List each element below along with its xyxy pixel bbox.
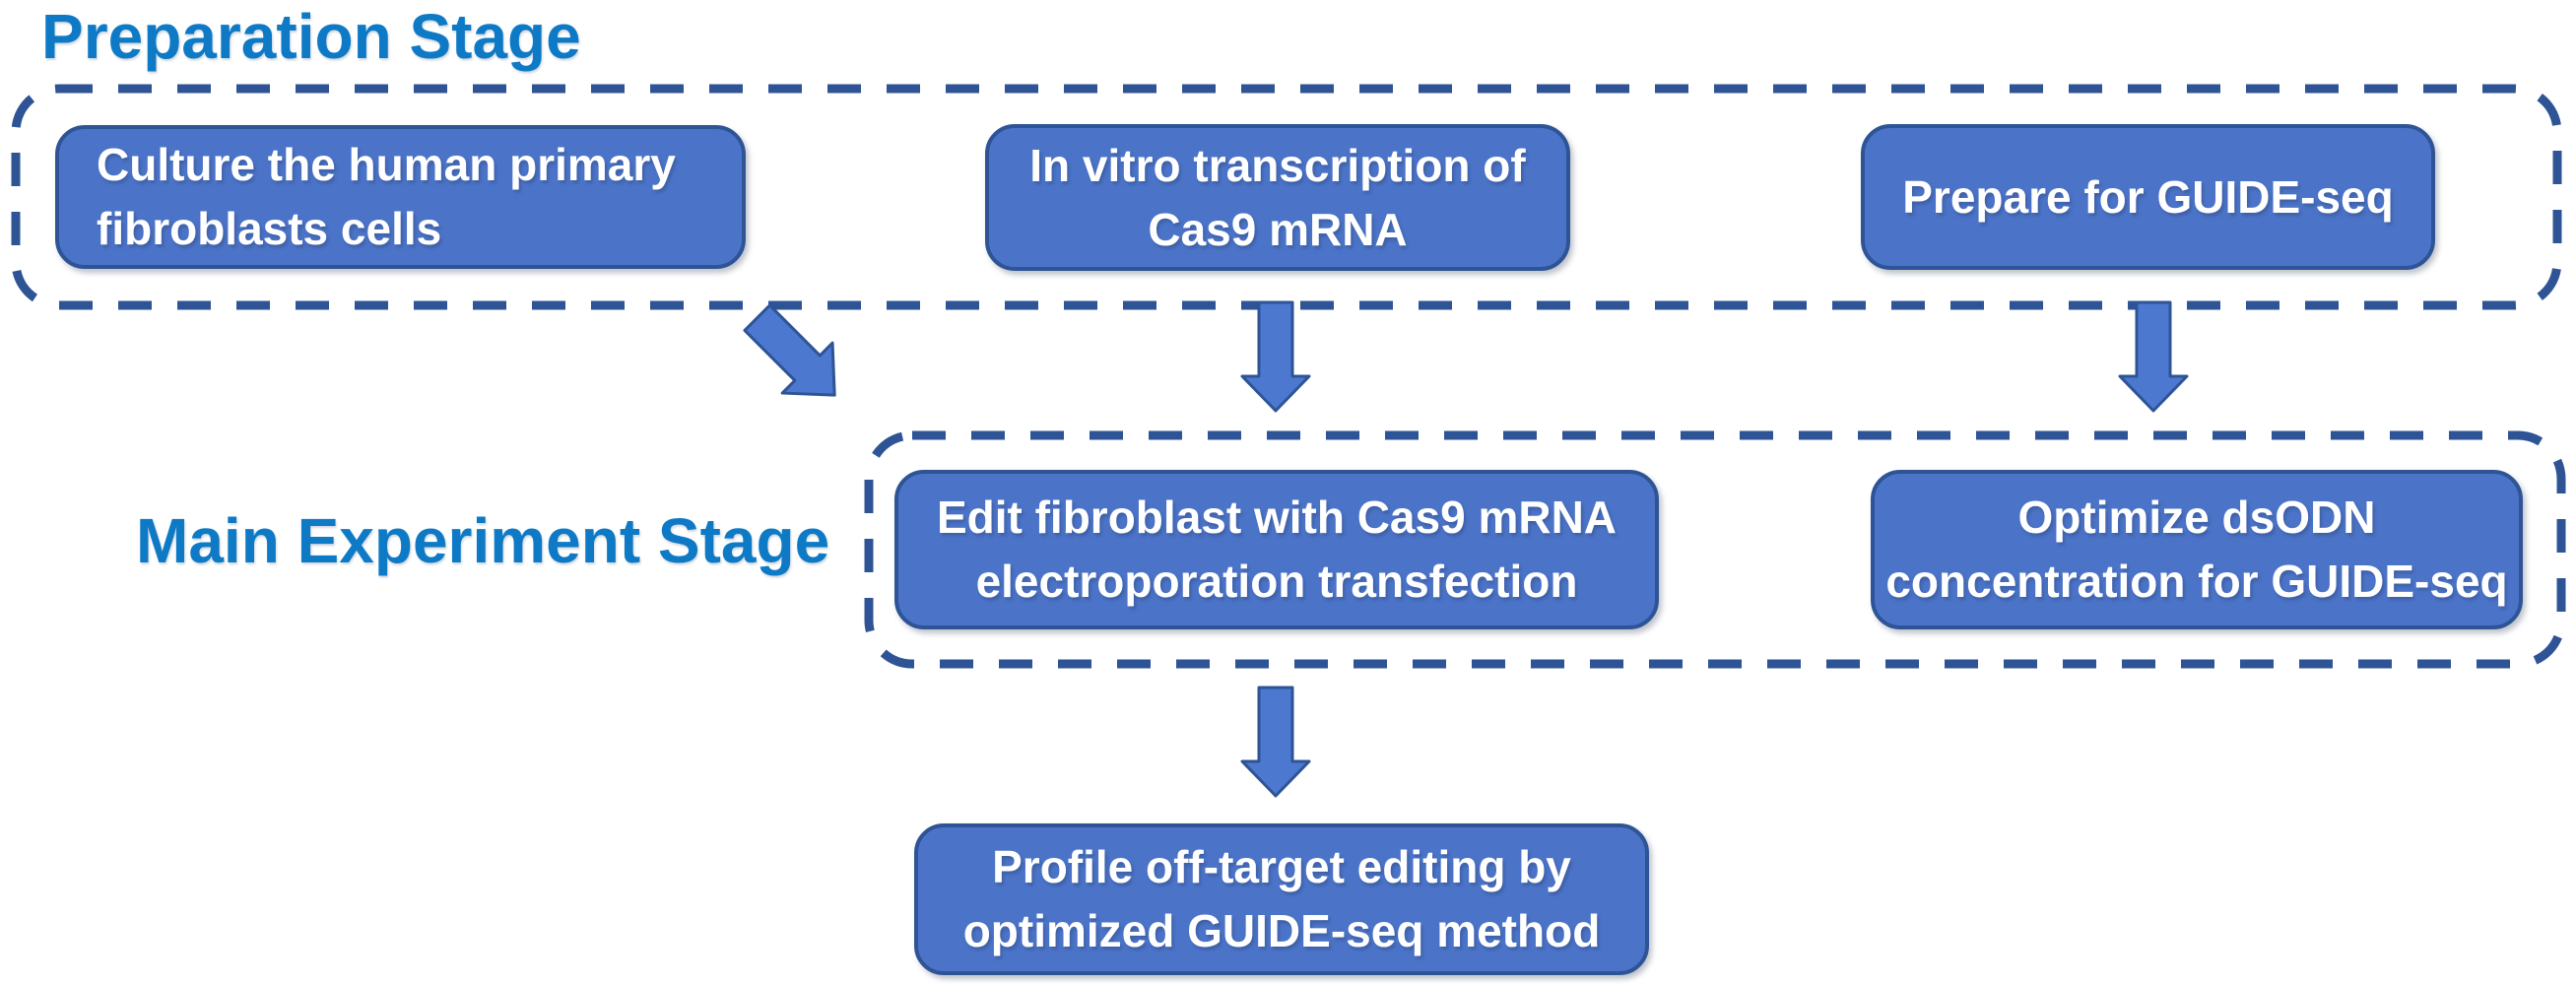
box-text-line: electroporation transfection: [975, 556, 1578, 607]
main-experiment-stage-title: Main Experiment Stage: [136, 505, 830, 576]
box-text-line: Cas9 mRNA: [1148, 203, 1408, 255]
arrow-down-icon: [1240, 300, 1311, 413]
box-text-line: optimized GUIDE-seq method: [962, 905, 1601, 956]
box-text-line: fibroblasts cells: [97, 203, 442, 254]
box-text-line: Prepare for GUIDE-seq: [1902, 170, 2394, 223]
prepare-guideseq-box: Prepare for GUIDE-seq: [1861, 124, 2435, 270]
main-experiment-stage-dashed-border: [864, 430, 2566, 669]
preparation-stage-title: Preparation Stage: [41, 1, 581, 72]
ivt-cas9-mrna-box: In vitro transcription of Cas9 mRNA: [985, 124, 1570, 271]
box-text-line: concentration for GUIDE-seq: [1885, 556, 2508, 607]
profile-offtarget-box: Profile off-target editing by optimized …: [914, 823, 1649, 975]
arrow-down-icon: [1240, 686, 1311, 798]
box-text-line: Culture the human primary: [97, 139, 676, 190]
arrow-southeast-icon: [743, 303, 836, 397]
box-text-line: In vitro transcription of: [1029, 139, 1526, 191]
optimize-dsodn-box: Optimize dsODN concentration for GUIDE-s…: [1871, 470, 2523, 629]
box-text-line: Profile off-target editing by: [992, 841, 1571, 892]
edit-fibroblast-box: Edit fibroblast with Cas9 mRNA electropo…: [894, 470, 1659, 629]
culture-fibroblasts-box: Culture the human primary fibroblasts ce…: [55, 125, 746, 269]
box-text-line: Optimize dsODN: [2017, 492, 2376, 543]
box-text-line: Edit fibroblast with Cas9 mRNA: [936, 492, 1618, 543]
arrow-down-icon: [2118, 300, 2189, 413]
